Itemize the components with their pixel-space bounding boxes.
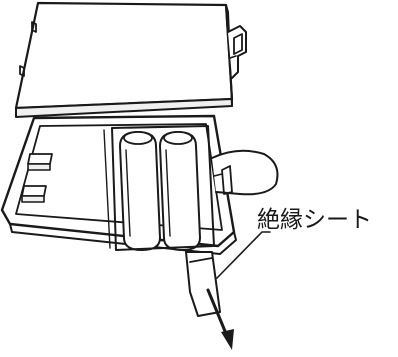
battery-right [159,131,201,251]
compartment-slot-upper [27,153,53,171]
compartment-slot-lower [21,185,47,203]
contact-tab [211,149,279,196]
pull-direction-arrow [206,288,234,350]
battery-left [119,131,161,251]
battery-cover [14,1,247,118]
insulation-sheet-label: 絶縁シート [257,207,372,233]
callout: 絶縁シート [216,207,372,279]
battery-compartment [0,114,237,255]
